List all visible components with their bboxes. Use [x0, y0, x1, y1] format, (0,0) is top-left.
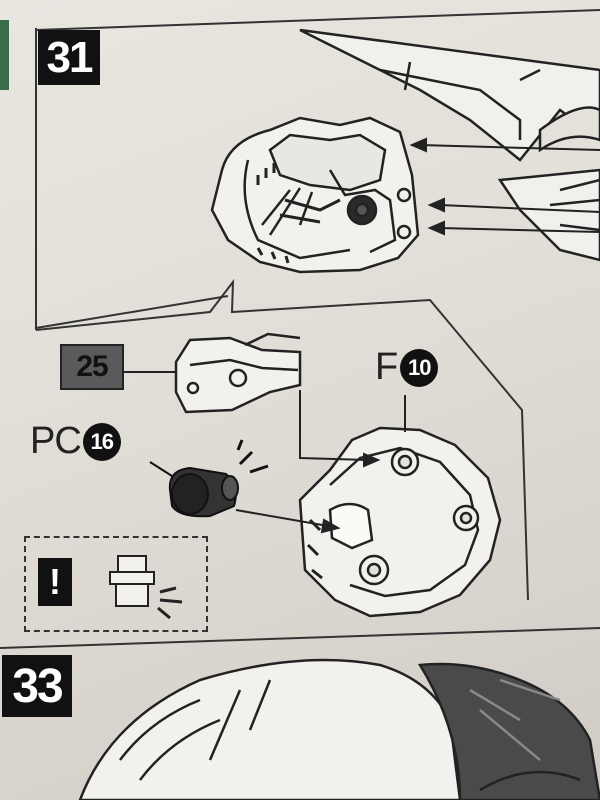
- frame-piece-top: [299, 28, 600, 262]
- runner-letter: F: [375, 346, 399, 388]
- exclamation-icon: !: [38, 558, 72, 606]
- note-pictogram: [109, 555, 183, 620]
- joint-part-f10: [298, 395, 502, 618]
- step-31-frame: [35, 9, 600, 330]
- binding-edge: [0, 20, 9, 90]
- step-33-helmet: [78, 658, 600, 800]
- step-number-31: 31: [38, 30, 100, 85]
- runner-letter: PC: [30, 420, 82, 462]
- callout-lines: [0, 278, 600, 649]
- insert-arrows-lower: [235, 390, 381, 534]
- insert-arrows-upper: [409, 137, 600, 236]
- runner-number-badge: 16: [82, 422, 121, 461]
- caution-note-box: !: [24, 536, 208, 632]
- pc-cap-part: [149, 439, 269, 518]
- runner-label-f: F 10: [375, 346, 439, 389]
- step-number-33: 33: [2, 655, 72, 717]
- small-joint-part: [122, 332, 302, 414]
- step-reference-badge: 25: [60, 344, 124, 390]
- joint-assembly-upper: [210, 116, 420, 274]
- runner-number-badge: 10: [400, 348, 439, 387]
- runner-label-pc: PC 16: [30, 420, 121, 463]
